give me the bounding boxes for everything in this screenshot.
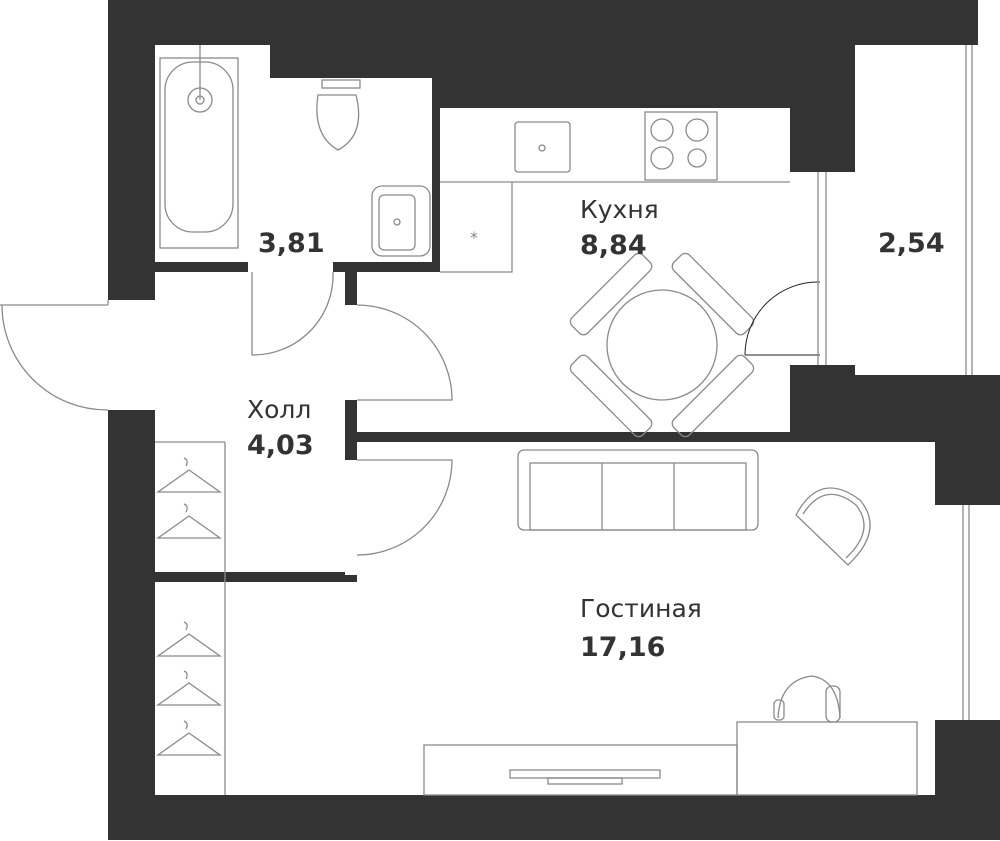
hanger-icon bbox=[155, 621, 223, 657]
bathroom-area: 3,81 bbox=[258, 228, 325, 259]
kitchen-counter: * bbox=[440, 111, 790, 273]
living-area: 17,16 bbox=[580, 632, 665, 663]
bathroom-door[interactable] bbox=[251, 271, 334, 356]
desk-chair-icon bbox=[773, 675, 841, 723]
toilet-icon bbox=[316, 79, 361, 151]
tv-stand bbox=[423, 744, 738, 796]
hall-area: 4,03 bbox=[247, 430, 314, 461]
armchair-icon bbox=[795, 487, 871, 566]
hanger-icon bbox=[155, 503, 223, 539]
living-name: Гостиная bbox=[580, 594, 702, 623]
living-door[interactable] bbox=[356, 459, 453, 556]
hall-name: Холл bbox=[247, 395, 311, 424]
hanger-icon bbox=[155, 457, 223, 493]
balcony-window bbox=[965, 45, 973, 375]
rooms bbox=[0, 45, 1000, 795]
kitchen-floor bbox=[440, 108, 790, 432]
gas-riser-icon: * bbox=[470, 228, 478, 247]
bathtub-icon bbox=[159, 45, 239, 249]
kitchen-door[interactable] bbox=[356, 304, 453, 401]
kitchen-name: Кухня bbox=[580, 195, 659, 224]
hall-floor bbox=[155, 272, 345, 572]
hanger-icons bbox=[155, 457, 223, 756]
entrance-opening bbox=[0, 300, 155, 410]
living-window bbox=[962, 505, 970, 720]
dining-table-icon bbox=[569, 252, 755, 438]
kitchen-area: 8,84 bbox=[580, 230, 647, 261]
hanger-icon bbox=[155, 720, 223, 756]
sofa-icon bbox=[517, 449, 759, 531]
balcony-door[interactable] bbox=[744, 172, 827, 365]
balcony-door-opening bbox=[790, 172, 855, 365]
balcony-area: 2,54 bbox=[878, 228, 945, 259]
hanger-icon bbox=[155, 670, 223, 706]
window-living bbox=[935, 505, 1000, 720]
wardrobe bbox=[155, 441, 226, 795]
entrance-door[interactable] bbox=[0, 300, 109, 411]
balcony-floor bbox=[855, 45, 978, 375]
washbasin-icon bbox=[371, 185, 431, 257]
